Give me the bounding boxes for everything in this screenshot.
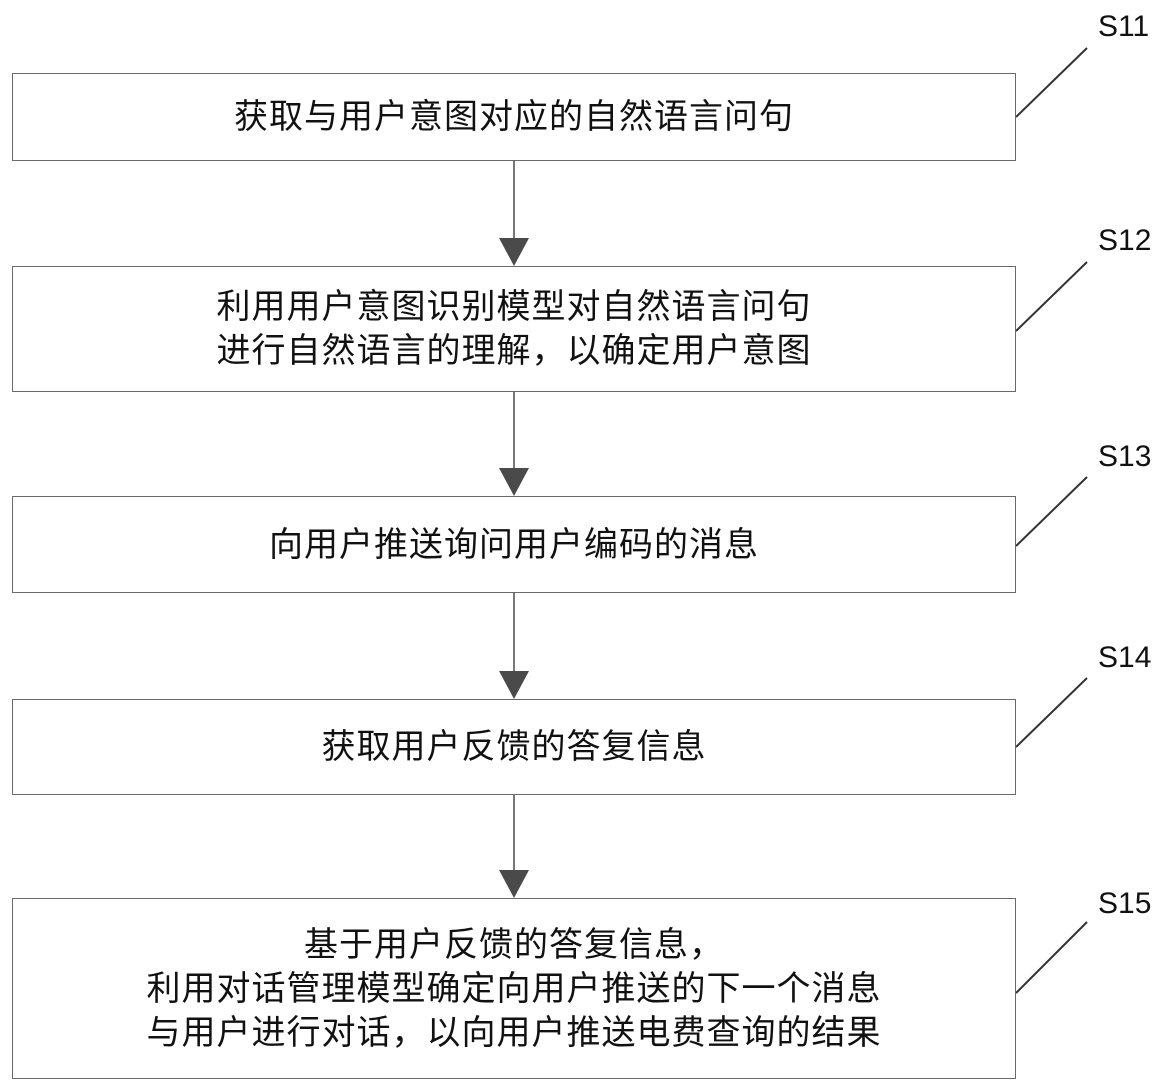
step-box-s14: 获取用户反馈的答复信息 bbox=[12, 699, 1016, 795]
step-box-s15: 基于用户反馈的答复信息， 利用对话管理模型确定向用户推送的下一个消息 与用户进行… bbox=[12, 898, 1016, 1079]
leader-line-s12 bbox=[1015, 261, 1088, 332]
arrow-s13-s14 bbox=[499, 593, 529, 699]
step-text-line: 基于用户反馈的答复信息， bbox=[304, 924, 724, 965]
step-text-line: 进行自然语言的理解，以确定用户意图 bbox=[216, 331, 812, 371]
step-label-s15: S15 bbox=[1098, 887, 1152, 920]
step-label-s13: S13 bbox=[1098, 440, 1152, 473]
step-text-line: 向用户推送询问用户编码的消息 bbox=[269, 524, 759, 565]
leader-line-s11 bbox=[1015, 47, 1088, 118]
step-text-s14: 获取用户反馈的答复信息 bbox=[322, 725, 707, 769]
step-box-s12: 利用用户意图识别模型对自然语言问句 进行自然语言的理解，以确定用户意图 bbox=[12, 266, 1016, 392]
arrow-s11-s12 bbox=[499, 161, 529, 266]
step-text-line: 获取与用户意图对应的自然语言问句 bbox=[234, 97, 794, 137]
step-text-s13: 向用户推送询问用户编码的消息 bbox=[269, 523, 759, 567]
step-text-line: 与用户进行对话，以向用户推送电费查询的结果 bbox=[146, 1012, 882, 1053]
leader-line-s14 bbox=[1015, 677, 1088, 748]
step-box-s11: 获取与用户意图对应的自然语言问句 bbox=[12, 73, 1016, 161]
leader-line-s13 bbox=[1015, 476, 1088, 547]
step-text-line: 利用对话管理模型确定向用户推送的下一个消息 bbox=[146, 968, 882, 1009]
step-text-s12: 利用用户意图识别模型对自然语言问句 进行自然语言的理解，以确定用户意图 bbox=[217, 285, 812, 373]
step-label-s14: S14 bbox=[1098, 641, 1152, 674]
step-text-line: 利用用户意图识别模型对自然语言问句 bbox=[216, 287, 812, 327]
step-text-s15: 基于用户反馈的答复信息， 利用对话管理模型确定向用户推送的下一个消息 与用户进行… bbox=[147, 923, 882, 1055]
step-label-s12: S12 bbox=[1098, 224, 1152, 257]
step-box-s13: 向用户推送询问用户编码的消息 bbox=[12, 496, 1016, 593]
step-text-s11: 获取与用户意图对应的自然语言问句 bbox=[234, 95, 794, 139]
step-label-s11: S11 bbox=[1098, 10, 1150, 43]
step-text-line: 获取用户反馈的答复信息 bbox=[321, 727, 707, 767]
leader-line-s15 bbox=[1015, 921, 1088, 994]
arrow-s12-s13 bbox=[499, 392, 529, 496]
arrow-s14-s15 bbox=[499, 795, 529, 898]
